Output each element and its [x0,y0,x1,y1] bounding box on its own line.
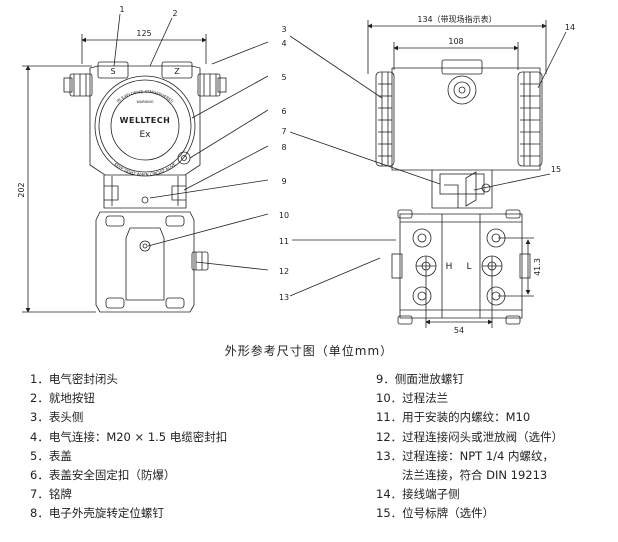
marking-z: Z [174,67,180,76]
callout-5: 5 [281,73,286,82]
callout-11: 11 [279,237,289,246]
legend-item: 1．电气密封闭头 [30,372,118,386]
callout-numbers: 1 2 3 4 5 6 7 8 9 10 11 12 13 14 15 [119,5,575,302]
legend-item: 6．表盖安全固定扣（防爆） [30,468,176,483]
legend-item: 4．电气连接：M20 × 1.5 电缆密封扣 [30,429,228,444]
dimension-lines [22,20,547,328]
callout-13: 13 [279,293,289,302]
dimension-drawing: 125 202 134（带现场指示表） 108 41.3 54 S Z WELL… [17,5,575,335]
callout-10: 10 [279,211,289,220]
legend-item: 9．侧面泄放螺钉 [376,372,464,386]
callout-6: 6 [281,107,286,116]
legend-item: 3．表头侧 [30,410,84,425]
legend-item: 14．接线端子侧 [376,487,460,502]
marking-ex: Ex [139,130,151,140]
legend-item: 11．用于安装的内螺纹：M10 [376,410,531,425]
marking-s: S [110,67,115,76]
callout-3: 3 [281,25,286,34]
dim-flange-spacing: 54 [454,326,464,335]
legend-item: 2．就地按钮 [30,391,95,406]
callout-8: 8 [281,143,286,152]
marking-h: H [446,262,453,272]
dim-side-body-width: 108 [448,37,463,46]
legend-item: 13．过程连接：NPT 1/4 内螺纹，法兰连接，符合 DIN 19213 [376,448,555,483]
dimension-labels: 125 202 134（带现场指示表） 108 41.3 54 [17,14,542,335]
legend-item: 12．过程连接闷头或泄放阀（选件） [376,429,564,444]
callout-14: 14 [565,23,575,32]
marking-l: L [466,262,471,272]
marking-brand: WELLTECH [120,116,171,125]
legend-item: 7．铭牌 [30,487,72,502]
callout-1: 1 [119,5,124,14]
callout-2: 2 [172,9,177,18]
dim-front-width: 125 [136,29,151,38]
callout-12: 12 [279,267,289,276]
callout-7: 7 [281,127,286,136]
legend-left: 1．电气密封闭头 2．就地按钮 3．表头侧 4．电气连接：M20 × 1.5 电… [30,370,360,524]
dim-front-height: 202 [17,182,26,197]
legend-item: 8．电子外壳旋转定位螺钉 [30,506,164,521]
leader-lines [113,13,567,297]
callout-15: 15 [551,165,561,174]
legend-item: 10．过程法兰 [376,391,449,406]
callout-4: 4 [281,39,286,48]
dim-side-total-width: 134（带现场指示表） [417,14,496,24]
marking-warning: WARNING [136,100,153,104]
callout-9: 9 [281,177,286,186]
figure-caption: 外形参考尺寸图（单位mm） [224,344,394,358]
legend-right: 9．侧面泄放螺钉 10．过程法兰 11．用于安装的内螺纹：M10 12．过程连接… [376,370,616,524]
dim-flange-height: 41.3 [533,258,542,276]
side-view [375,59,543,325]
legend-item: 15．位号标牌（选件） [376,506,495,521]
legend-item: 5．表盖 [30,448,72,463]
